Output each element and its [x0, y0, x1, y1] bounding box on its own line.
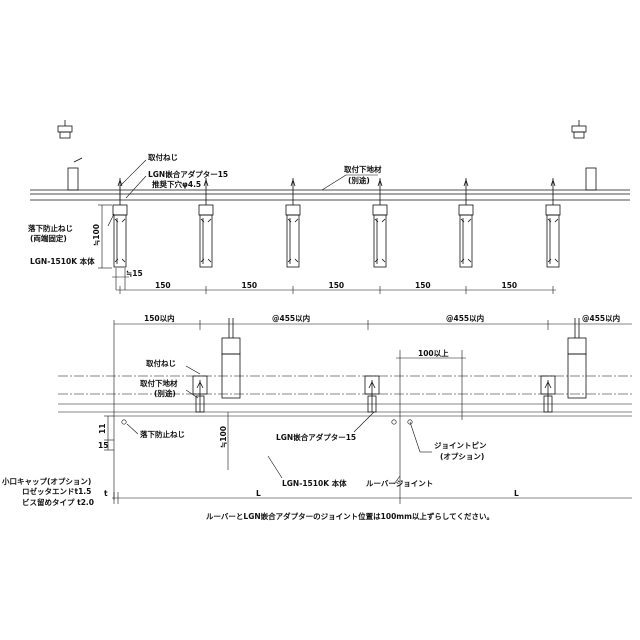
pitch-455-3: @455以内 — [582, 313, 620, 323]
offset-dim: 100以上 — [418, 348, 449, 358]
bottom-adapter-label: LGN嵌合アダプター15 — [276, 432, 356, 442]
top-height-dim: ≒100 — [92, 224, 101, 246]
pitch-455-1: @455以内 — [272, 313, 310, 323]
bottom-screw-label: 取付ねじ — [146, 358, 176, 368]
pitch-label-4: 150 — [415, 281, 431, 290]
dim-L-1: L — [256, 489, 261, 498]
hanger-left — [57, 120, 83, 191]
top-base-label: 取付下地材 — [344, 164, 382, 174]
pitch-label-5: 150 — [502, 281, 518, 290]
top-fall-label: 落下防止ねじ — [28, 223, 73, 233]
top-width-dim: ≒15 — [126, 269, 143, 278]
bottom-base-label: 取付下地材 — [140, 378, 178, 388]
top-adapter-hole-label: 推奨下穴φ4.5 — [152, 179, 201, 189]
bottom-adapters — [192, 375, 556, 413]
adapter-2 — [364, 375, 380, 413]
adapter-3 — [540, 375, 556, 413]
top-fall-sub-label: (両端固定) — [30, 233, 67, 243]
pitch-label-2: 150 — [242, 281, 258, 290]
louver-body-2 — [198, 178, 214, 268]
dim-100v: ≒100 — [219, 426, 228, 448]
dim-L-2: L — [514, 489, 519, 498]
joint-label: ルーバージョイント — [366, 479, 433, 488]
top-louvers — [112, 178, 561, 268]
cap-end-label: ロゼッタエンドt1.5 — [22, 486, 91, 496]
pin-opt-label: (オプション) — [440, 451, 484, 461]
footer-note: ルーバーとLGN嵌合アダプターのジョイント位置は100mm以上ずらしてください。 — [206, 511, 494, 521]
pitch-label-3: 150 — [329, 281, 345, 290]
bottom-base-sep-label: (別途) — [154, 388, 176, 398]
hanger-right — [571, 120, 597, 191]
top-screw-label: 取付ねじ — [148, 152, 178, 162]
pin-label: ジョイントピン — [434, 440, 487, 450]
dim-11: 11 — [98, 424, 107, 434]
top-adapter-label: LGN嵌合アダプター15 — [148, 169, 228, 179]
top-section: 取付ねじ LGN嵌合アダプター15 推奨下穴φ4.5 取付下地材 (別途) 落下… — [28, 120, 630, 294]
louver-body-4 — [372, 178, 388, 268]
louver-body-3 — [285, 178, 301, 268]
cap-screw-label: ビス留めタイプ t2.0 — [22, 497, 94, 507]
top-pitch-dims: 150 150 150 150 150 — [116, 281, 556, 294]
bottom-fall-label: 落下防止ねじ — [140, 429, 185, 439]
dim-15: 15 — [98, 441, 108, 450]
pitch-455-2: @455以内 — [446, 313, 484, 323]
dim-t: t — [104, 489, 108, 498]
adapter-1 — [192, 375, 208, 413]
pitch-label-1: 150 — [155, 281, 171, 290]
top-base-sep-label: (別途) — [348, 175, 370, 185]
first-pitch-dim: 150以内 — [144, 313, 175, 323]
louver-body-5 — [458, 178, 474, 268]
bottom-section: 150以内 @455以内 @455以内 @455以内 — [2, 313, 632, 521]
top-body-label: LGN-1510K 本体 — [30, 256, 95, 266]
bottom-body-label: LGN-1510K 本体 — [282, 478, 347, 488]
cap-label: 小口キャップ(オプション) — [2, 476, 91, 486]
louver-body-6 — [545, 178, 561, 268]
